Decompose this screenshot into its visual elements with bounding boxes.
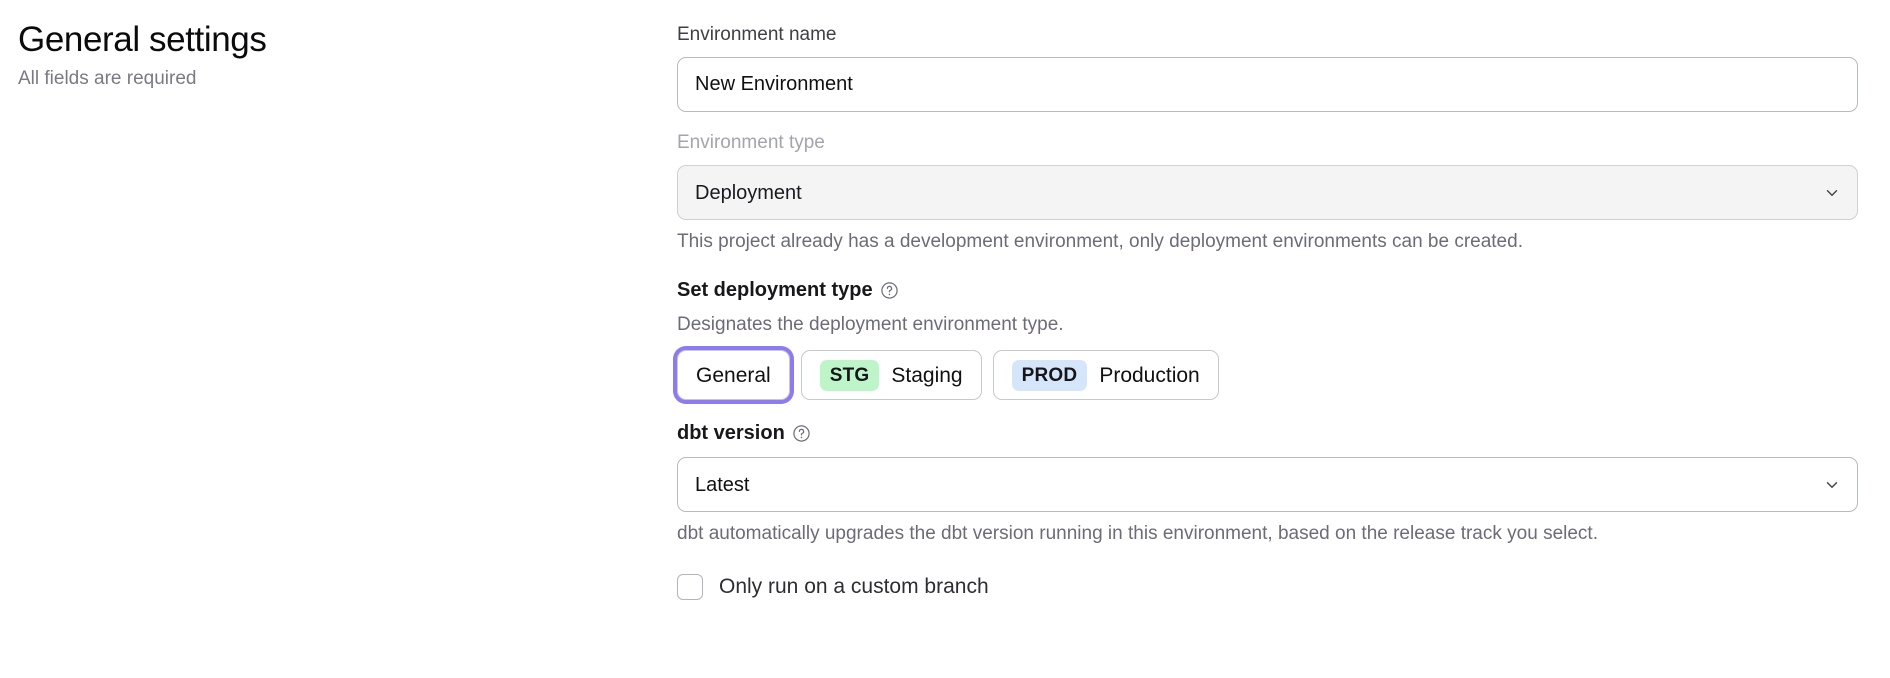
dbt-version-value: Latest xyxy=(695,473,750,496)
custom-branch-row: Only run on a custom branch xyxy=(677,573,1858,601)
environment-name-input[interactable] xyxy=(677,57,1858,112)
deployment-type-option-staging-label: Staging xyxy=(891,363,963,387)
dbt-version-heading: dbt version xyxy=(677,420,1858,447)
environment-type-select[interactable]: Deployment xyxy=(677,165,1858,220)
environment-type-help-text: This project already has a development e… xyxy=(677,231,1523,252)
dbt-version-help-text: dbt automatically upgrades the dbt versi… xyxy=(677,523,1598,544)
chevron-down-icon xyxy=(1823,476,1841,494)
production-badge: PROD xyxy=(1011,359,1088,391)
deployment-type-heading-label: Set deployment type xyxy=(677,279,873,301)
deployment-type-option-production[interactable]: PROD Production xyxy=(992,350,1219,400)
environment-type-label: Environment type xyxy=(677,132,825,153)
chevron-down-icon xyxy=(1823,184,1841,202)
deployment-type-option-general-label: General xyxy=(696,363,771,387)
question-mark-circle-icon[interactable] xyxy=(880,281,899,300)
page-title: General settings xyxy=(18,20,267,59)
deployment-type-option-staging[interactable]: STG Staging xyxy=(800,350,982,400)
environment-name-field: Environment name xyxy=(677,22,1858,112)
settings-form-column: Environment name Environment type Deploy… xyxy=(660,0,1890,601)
deployment-type-options: General STG Staging PROD Production xyxy=(677,350,1858,400)
staging-badge: STG xyxy=(819,359,880,391)
custom-branch-label[interactable]: Only run on a custom branch xyxy=(719,575,989,598)
question-mark-circle-icon[interactable] xyxy=(792,424,811,443)
page-subtitle: All fields are required xyxy=(18,68,197,89)
custom-branch-checkbox[interactable] xyxy=(677,574,703,600)
dbt-version-select[interactable]: Latest xyxy=(677,457,1858,512)
settings-header-column: General settings All fields are required xyxy=(0,0,660,92)
deployment-type-heading: Set deployment type xyxy=(677,277,1858,304)
deployment-type-field: Set deployment type Designates the deplo… xyxy=(677,277,1858,400)
dbt-version-field: dbt version Latest dbt automatica xyxy=(677,420,1858,547)
environment-type-field: Environment type Deployment This project… xyxy=(677,130,1858,255)
deployment-type-option-general[interactable]: General xyxy=(677,350,790,400)
deployment-type-description: Designates the deployment environment ty… xyxy=(677,314,1064,335)
deployment-type-option-production-label: Production xyxy=(1099,363,1200,387)
dbt-version-label: dbt version xyxy=(677,422,785,444)
environment-type-value: Deployment xyxy=(695,181,802,204)
environment-name-label: Environment name xyxy=(677,24,837,45)
